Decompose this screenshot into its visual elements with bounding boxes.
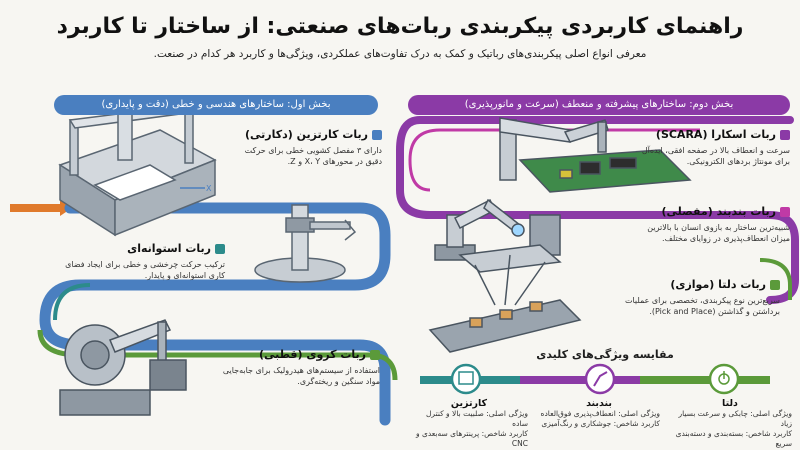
cylindrical-robot-illustration: [254, 204, 357, 283]
gear-icon: [780, 130, 790, 140]
cartesian-title: ربات کارتزین (دکارتی): [245, 128, 368, 141]
scara-card: ربات اسکارا (SCARA) سرعت و انعطاف بالا د…: [640, 128, 790, 167]
cylindrical-title: ربات استوانه‌ای: [127, 242, 211, 255]
spherical-robot-illustration: [59, 319, 187, 416]
axis-x-label: X: [206, 184, 212, 193]
articulated-desc: شبیه‌ترین ساختار به بازوی انسان با بالات…: [647, 223, 790, 243]
comparison-item-feature: ویژگی اصلی: انعطاف‌پذیری فوق‌العاده: [540, 409, 660, 418]
cartesian-desc: دارای ۳ مفصل کشویی خطی برای حرکت دقیق در…: [244, 146, 382, 166]
page-subtitle: معرفی انواع اصلی پیکربندی‌های رباتیک و ک…: [153, 48, 647, 60]
cylindrical-card: ربات استوانه‌ای ترکیب حرکت چرخشی و خطی ب…: [55, 242, 225, 281]
comparison-item-use: کاربرد شاخص: بسته‌بندی و دسته‌بندی سریع: [675, 429, 792, 448]
comparison-item-use: کاربرد شاخص: پرینترهای سه‌بعدی و CNC: [415, 429, 528, 448]
spherical-card: ربات کروی (قطبی) استفاده از سیستم‌های هی…: [220, 348, 380, 387]
articulated-card: ربات بندبند (مفصلی) شبیه‌ترین ساختار به …: [630, 205, 790, 244]
delta-title: ربات دلتا (موازی): [670, 278, 766, 291]
delta-robot-illustration: [428, 244, 582, 353]
gear-icon: [370, 350, 380, 360]
gear-icon: [372, 130, 382, 140]
comparison-item-feature: ویژگی اصلی: صلبیت بالا و کنترل ساده: [425, 409, 528, 428]
cartesian-robot-icon: [450, 363, 482, 395]
articulated-robot-icon: [584, 363, 616, 395]
page-title: راهنمای کاربردی پیکربندی ربات‌های صنعتی:…: [56, 14, 744, 39]
green-road-right: [759, 258, 792, 300]
comparison-item-name: دلتا: [722, 398, 738, 409]
comparison-item-delta: دلتا ویژگی اصلی: چابکی و سرعت بسیار زیاد…: [668, 398, 792, 449]
green-road-path: [37, 329, 398, 381]
spherical-title: ربات کروی (قطبی): [258, 348, 366, 361]
cartesian-card: ربات کارتزین (دکارتی) دارای ۳ مفصل کشویی…: [232, 128, 382, 167]
section-two-header: بخش دوم: ساختارهای پیشرفته و منعطف (سرعت…: [408, 95, 790, 115]
scara-desc: سرعت و انعطاف بالا در صفحه افقی، ایده‌آل…: [641, 146, 790, 166]
scara-title: ربات اسکارا (SCARA): [655, 128, 776, 141]
gear-icon: [770, 280, 780, 290]
blue-road-path: [39, 202, 391, 426]
comparison-title: مقایسه ویژگی‌های کلیدی: [536, 348, 674, 361]
comparison-item-articulated: بندبند ویژگی اصلی: انعطاف‌پذیری فوق‌العا…: [538, 398, 660, 429]
articulated-title: ربات بندبند (مفصلی): [661, 205, 777, 218]
comparison-item-cartesian: کارتزین ویژگی اصلی: صلبیت بالا و کنترل س…: [410, 398, 528, 449]
gear-icon: [780, 207, 790, 217]
scara-robot-illustration: [499, 117, 692, 193]
spherical-desc: استفاده از سیستم‌های هیدرولیک برای جابه‌…: [222, 366, 380, 386]
teal-road-path: [53, 283, 91, 321]
comparison-item-use: کاربرد شاخص: جوشکاری و رنگ‌آمیزی: [541, 419, 660, 428]
purple-road-path: [396, 116, 799, 304]
comparison-item-name: کارتزین: [450, 398, 488, 409]
section-one-header: بخش اول: ساختارهای هندسی و خطی (دقت و پا…: [54, 95, 378, 115]
delta-desc: سریع‌ترین نوع پیکربندی، تخصصی برای عملیا…: [624, 296, 780, 316]
comparison-item-feature: ویژگی اصلی: چابکی و سرعت بسیار زیاد: [678, 409, 792, 428]
delta-robot-icon: [708, 363, 740, 395]
comparison-item-name: بندبند: [586, 398, 612, 409]
cartesian-robot-illustration: [58, 104, 217, 237]
delta-card: ربات دلتا (موازی) سریع‌ترین نوع پیکربندی…: [600, 278, 780, 317]
gear-icon: [215, 244, 225, 254]
cylindrical-desc: ترکیب حرکت چرخشی و خطی برای ایجاد فضای ک…: [65, 260, 225, 280]
magenta-road-path: [408, 128, 700, 192]
